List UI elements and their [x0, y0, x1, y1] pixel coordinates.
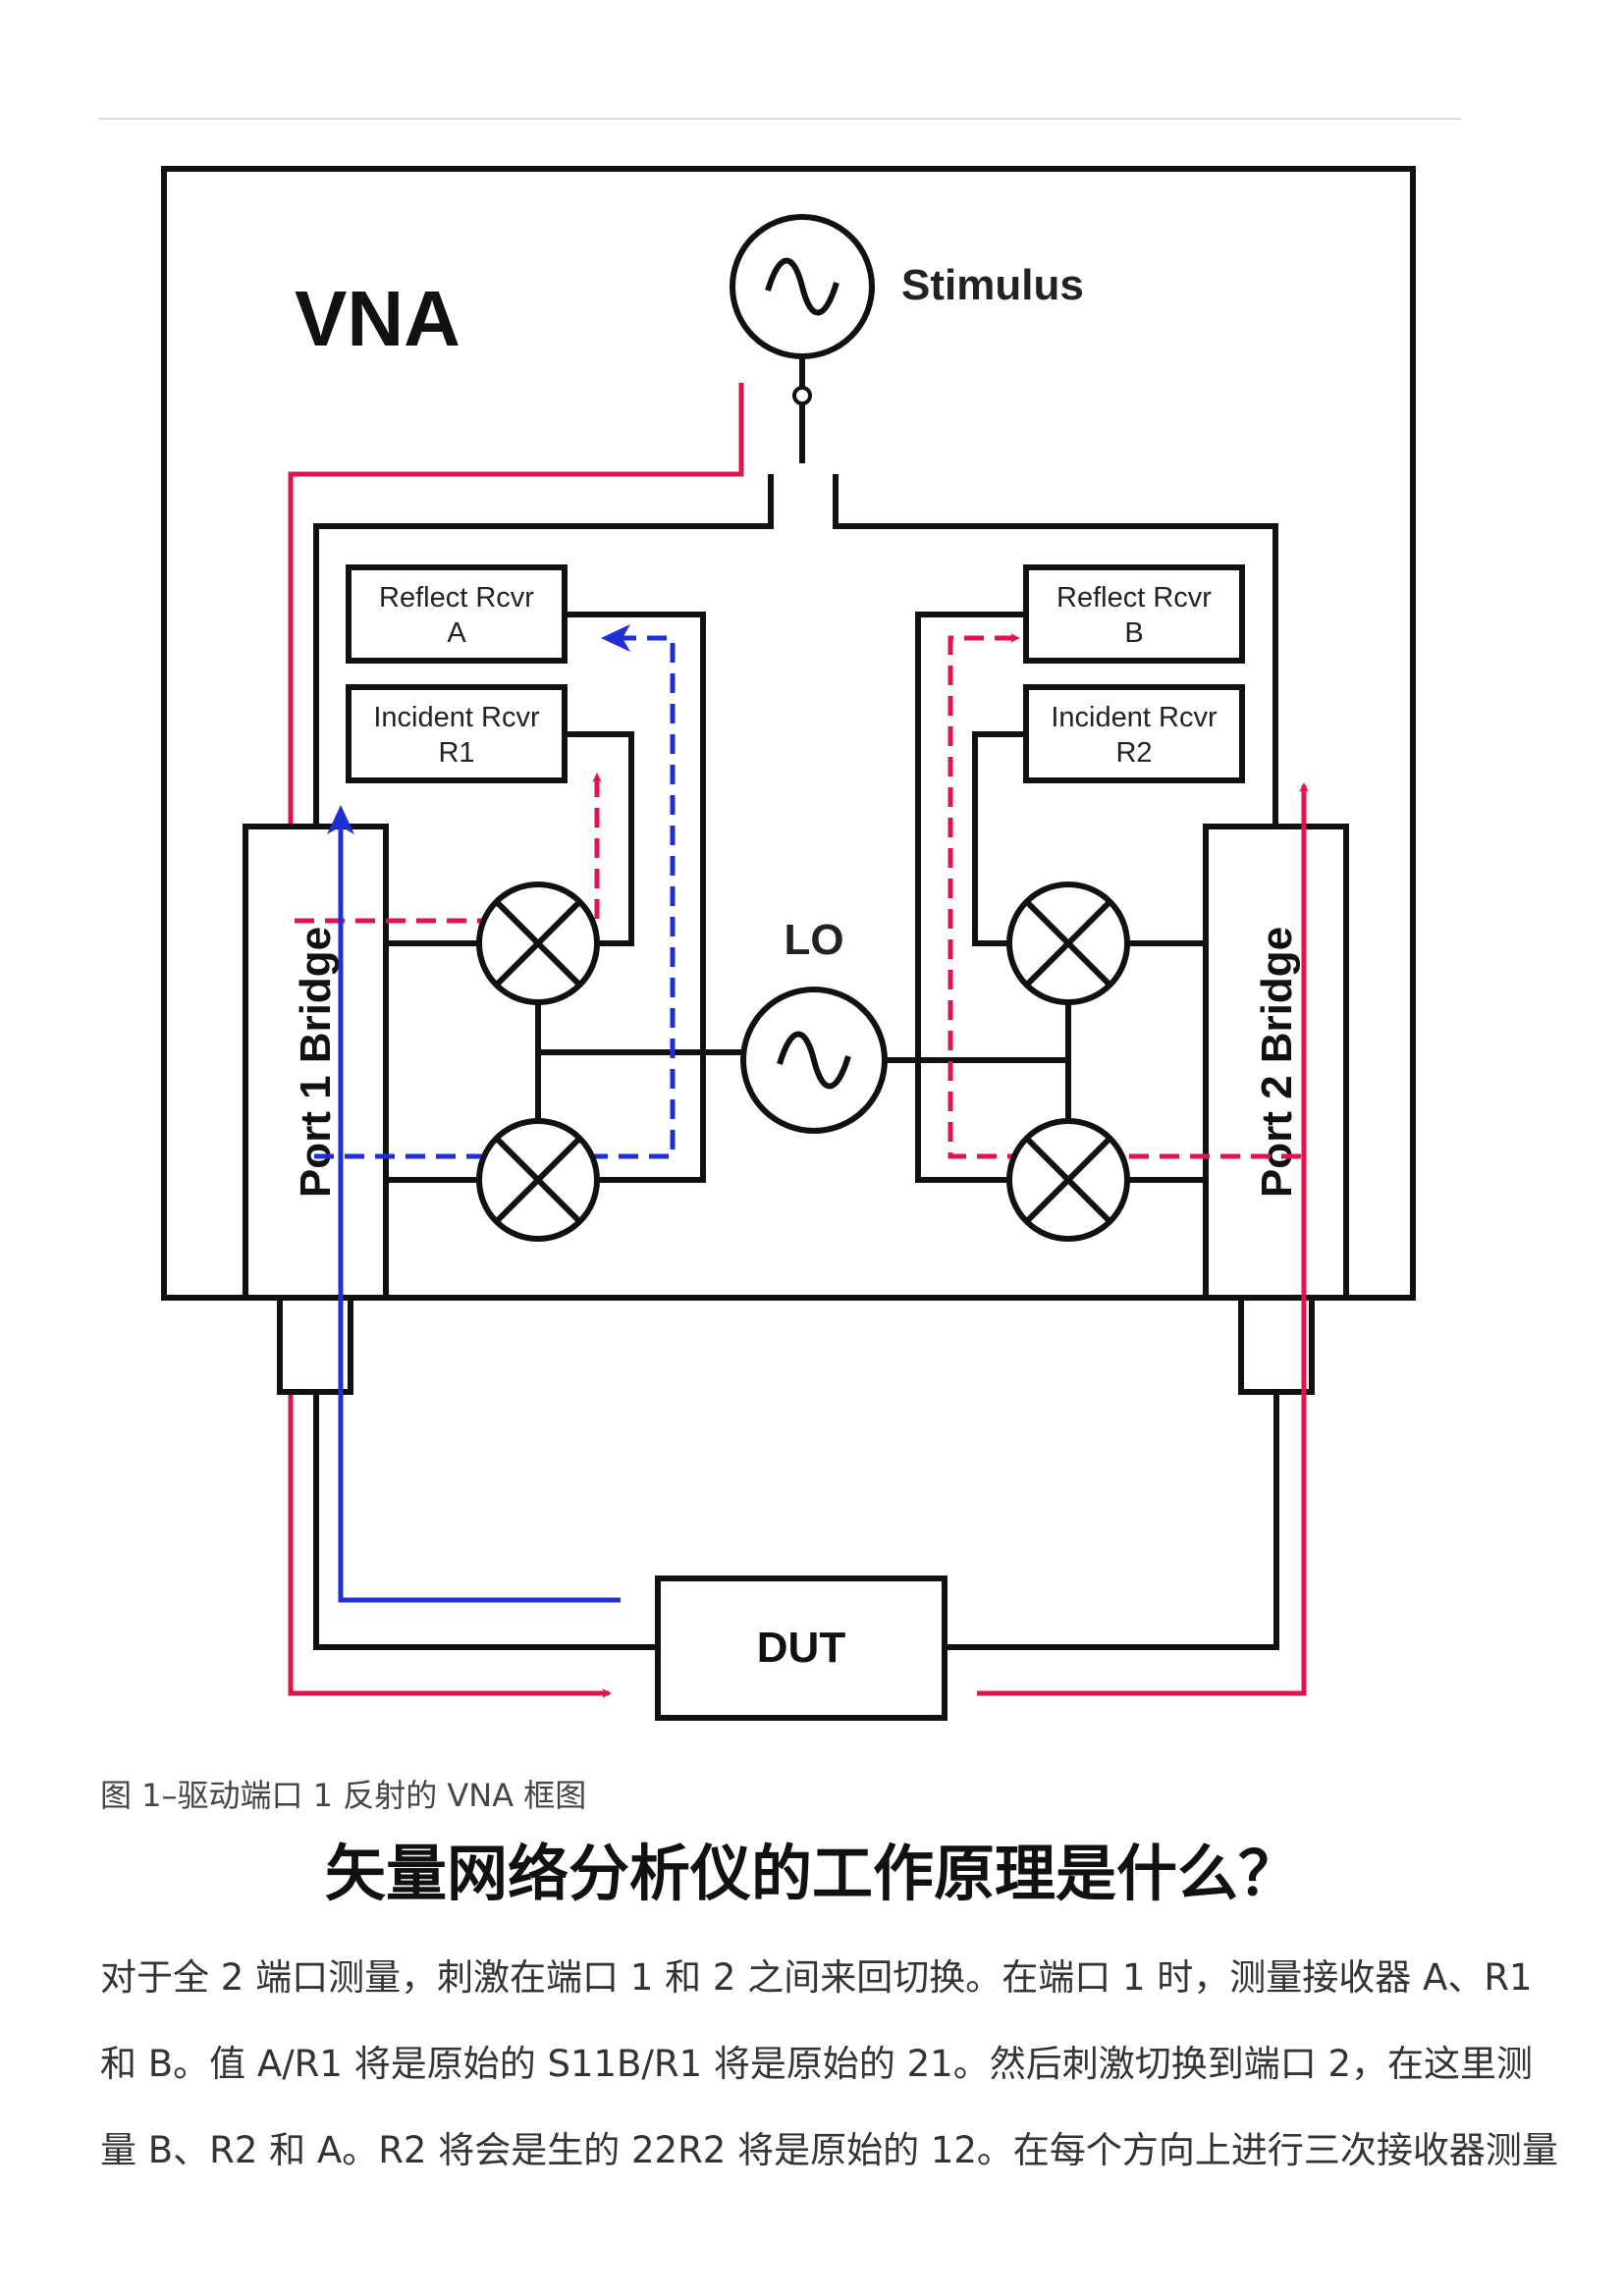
- reflect-rcvr-a-line1: Reflect Rcvr: [379, 582, 534, 614]
- port2-bridge-box: [1203, 824, 1349, 1301]
- incident-rcvr-r1-line1: Incident Rcvr: [373, 702, 540, 733]
- reflect-rcvr-a-line2: A: [447, 617, 466, 649]
- incident-rcvr-r1-line2: R1: [438, 737, 474, 769]
- port2-bridge-label: Port 2 Bridge: [1253, 927, 1301, 1198]
- switch-right-path: [833, 474, 1278, 827]
- incident-rcvr-r2-line2: R2: [1115, 737, 1152, 769]
- mixer-b-icon: [1006, 1118, 1130, 1242]
- figure-caption: 图 1–驱动端口 1 反射的 VNA 框图: [100, 1777, 587, 1814]
- body-line: 对于全 2 端口测量，刺激在端口 1 和 2 之间来回切换。在端口 1 时，测量…: [100, 1956, 1533, 1999]
- vna-outer-box: [161, 166, 1416, 1301]
- stimulus-source-icon: [730, 214, 875, 359]
- mixer-r2-icon: [1006, 881, 1130, 1005]
- reflected-blue-arrowhead: [327, 805, 354, 834]
- reflect-rcvr-b-line2: B: [1124, 617, 1143, 649]
- wire-reflect-b: [915, 612, 1026, 1183]
- wire-reflect-a: [565, 612, 706, 1183]
- reflect-rcvr-a-box: [346, 564, 568, 664]
- mixer-r1-icon: [476, 881, 600, 1005]
- incident-rcvr-r2-box: [1023, 684, 1245, 783]
- port2-connector: [1238, 1295, 1315, 1395]
- switch-left-path: [313, 474, 774, 827]
- port2-cable: [945, 1392, 1279, 1650]
- reflected-blue-path: [338, 827, 621, 1603]
- a-dashed-blue-path: [314, 635, 676, 1159]
- a-blue-arrowhead: [601, 624, 630, 652]
- lo-label: LO: [784, 916, 843, 964]
- transmitted-red-path: [977, 782, 1309, 1696]
- vna-block-diagram: VNA Stimulus Reflect Rcvr A Incident Rcv…: [161, 166, 1416, 1721]
- stimulus-red-path: [288, 383, 744, 1698]
- mixer-a-icon: [476, 1118, 600, 1242]
- r1-dashed-red-path: [295, 773, 602, 924]
- stimulus-label: Stimulus: [901, 261, 1084, 309]
- vna-label: VNA: [295, 275, 460, 362]
- dut-box: [655, 1575, 947, 1721]
- b-dashed-red-path: [947, 633, 1301, 1159]
- lo-left-wiring: [535, 1002, 741, 1121]
- body-paragraph: 对于全 2 端口测量，刺激在端口 1 和 2 之间来回切换。在端口 1 时，测量…: [100, 1953, 1558, 2213]
- body-line: 和 B。值 A/R1 将是原始的 S11B/R1 将是原始的 21。然后刺激切换…: [100, 2043, 1534, 2085]
- wire-incident-r1: [565, 731, 634, 946]
- port1-bridge-label: Port 1 Bridge: [292, 927, 340, 1198]
- port1-cable: [313, 1392, 658, 1650]
- wire-incident-r2: [972, 731, 1026, 946]
- top-divider: [98, 118, 1461, 120]
- body-line: 量 B、R2 和 A。R2 将会是生的 22R2 将是原始的 12。在每个方向上…: [100, 2129, 1558, 2171]
- dut-label: DUT: [757, 1624, 846, 1672]
- section-title: 矢量网络分析仪的工作原理是什么？: [324, 1838, 1299, 1909]
- lo-source-icon: [740, 987, 888, 1134]
- switch-pivot: [792, 386, 812, 405]
- incident-rcvr-r2-line1: Incident Rcvr: [1051, 702, 1218, 733]
- port1-bridge-box: [243, 824, 389, 1301]
- reflect-rcvr-b-line1: Reflect Rcvr: [1056, 582, 1212, 614]
